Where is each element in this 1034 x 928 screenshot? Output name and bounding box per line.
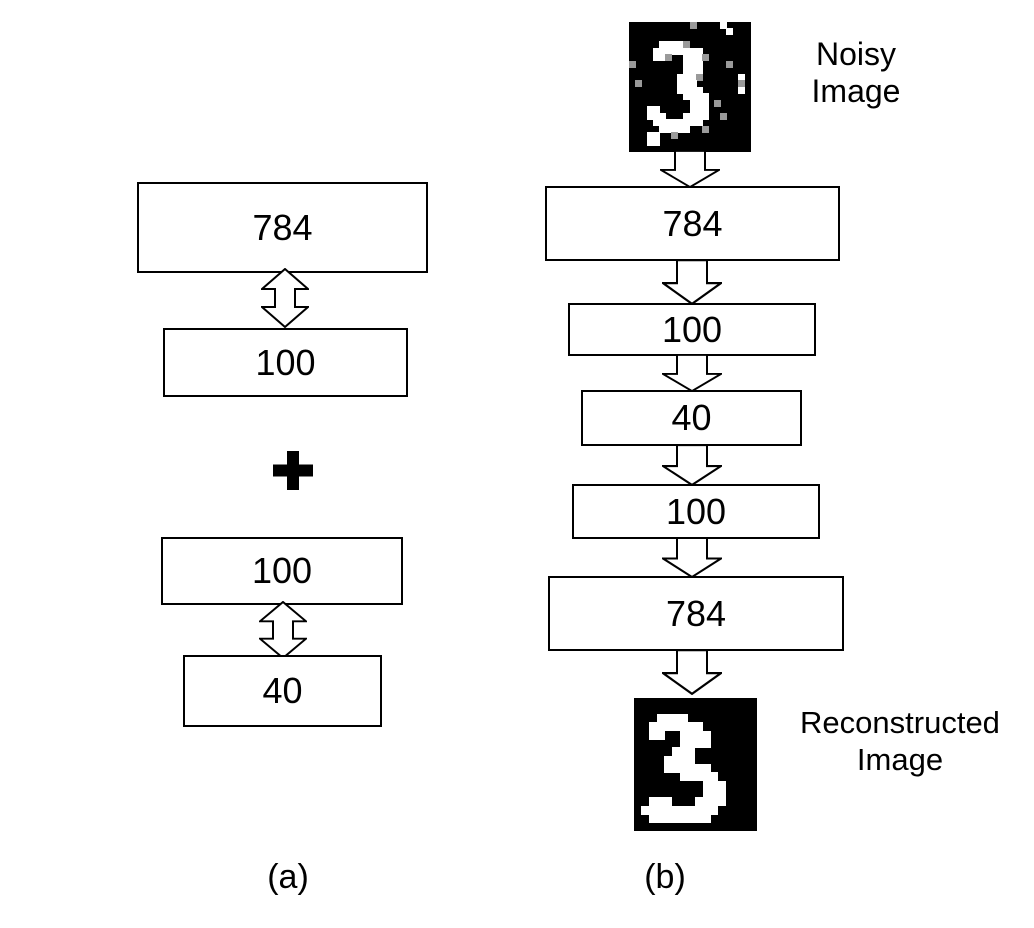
panel-a-layer-box-784: 784 [137, 182, 428, 273]
panel-b-layer-box-100-dec: 100 [572, 484, 820, 539]
noisy-image-label-line2: Image [811, 73, 901, 109]
panel-a-layer-box-100: 100 [163, 328, 408, 397]
layer-size-label: 784 [662, 202, 723, 244]
panel-a-layer-box-40: 40 [183, 655, 382, 727]
layer-size-label: 100 [661, 308, 723, 350]
down-arrow-icon [662, 259, 722, 305]
noisy-image-label-line1: Noisy [815, 36, 896, 72]
reconstructed-digit-image [634, 698, 757, 831]
down-arrow-icon [662, 444, 722, 486]
down-arrow-icon [662, 354, 722, 392]
panel-b-layer-box-40-bottleneck: 40 [581, 390, 802, 446]
double-arrow-icon [259, 601, 307, 659]
down-arrow-icon [660, 150, 720, 188]
plus-icon [273, 451, 313, 490]
panel-b-layer-box-100-enc: 100 [568, 303, 816, 356]
reconstructed-image-label-line1: Reconstructed [800, 705, 1000, 740]
noisy-digit-image [629, 22, 751, 152]
layer-size-label: 784 [665, 592, 727, 634]
panel-a-caption: (a) [267, 858, 309, 896]
layer-size-label: 100 [255, 341, 316, 383]
panel-b-caption: (b) [644, 858, 686, 896]
layer-size-label: 40 [671, 397, 712, 438]
down-arrow-icon [662, 649, 722, 695]
layer-size-label: 100 [251, 550, 313, 591]
down-arrow-icon [662, 537, 722, 578]
layer-size-label: 40 [262, 670, 303, 711]
layer-size-label: 784 [252, 206, 313, 248]
panel-b-layer-box-784-input: 784 [545, 186, 840, 261]
double-arrow-icon [261, 268, 309, 328]
layer-size-label: 100 [665, 490, 727, 532]
noisy-image-label: Noisy Image [800, 36, 912, 110]
panel-b-layer-box-784-output: 784 [548, 576, 844, 651]
reconstructed-image-label: Reconstructed Image [785, 704, 1015, 778]
reconstructed-image-label-line2: Image [856, 742, 944, 777]
panel-a-layer-box-100b: 100 [161, 537, 403, 605]
